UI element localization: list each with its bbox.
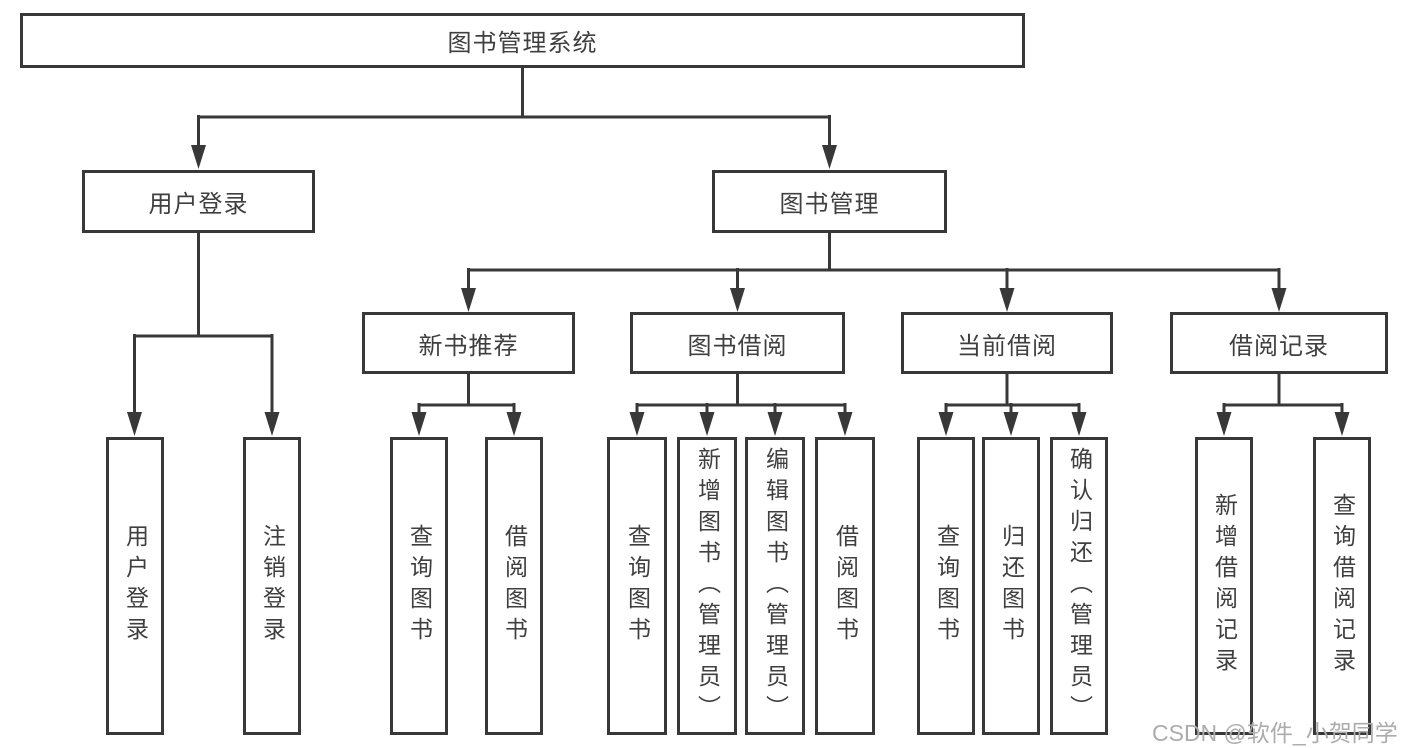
node-book-management: 图书管理 bbox=[712, 170, 947, 233]
leaf-add-books-admin: 新增图书（管理员） bbox=[677, 437, 737, 735]
leaf-edit-books-admin: 编辑图书（管理员） bbox=[745, 437, 805, 735]
connector-book-borrowing-split bbox=[629, 374, 853, 436]
node-user-login: 用户登录 bbox=[82, 170, 315, 233]
leaf-return-books: 归还图书 bbox=[982, 437, 1040, 735]
leaf-query-books-borrowing: 查询图书 bbox=[607, 437, 667, 735]
leaf-borrow-books-recommend: 借阅图书 bbox=[485, 437, 543, 735]
connector-new-books-split bbox=[411, 374, 522, 436]
node-library-management-system: 图书管理系统 bbox=[20, 13, 1025, 68]
leaf-query-books-recommend: 查询图书 bbox=[390, 437, 448, 735]
connector-borrowing-records-split bbox=[1216, 374, 1350, 436]
connector-current-borrowing-split bbox=[938, 374, 1087, 436]
leaf-query-borrowing-record: 查询借阅记录 bbox=[1313, 437, 1371, 735]
leaf-logout: 注销登录 bbox=[243, 437, 301, 735]
connector-book-management-split bbox=[461, 233, 1287, 312]
node-borrowing-records: 借阅记录 bbox=[1170, 312, 1388, 374]
connector-user-login-split bbox=[127, 233, 280, 436]
node-current-borrowing: 当前借阅 bbox=[901, 312, 1113, 374]
leaf-confirm-return-admin: 确认归还（管理员） bbox=[1050, 437, 1108, 735]
leaf-add-borrowing-record: 新增借阅记录 bbox=[1195, 437, 1253, 735]
node-book-borrowing: 图书借阅 bbox=[630, 312, 845, 374]
leaf-query-books-current: 查询图书 bbox=[917, 437, 975, 735]
node-new-book-recommendation: 新书推荐 bbox=[362, 312, 575, 374]
connector-root-split bbox=[191, 68, 837, 169]
leaf-user-login: 用户登录 bbox=[106, 437, 164, 735]
leaf-borrow-books-borrowing: 借阅图书 bbox=[815, 437, 875, 735]
csdn-watermark: CSDN @软件_小贺同学 bbox=[1152, 720, 1398, 746]
